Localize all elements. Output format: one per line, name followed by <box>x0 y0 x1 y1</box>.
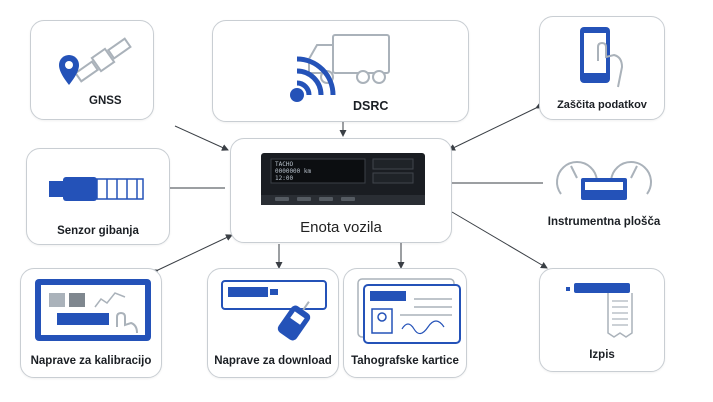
node-download: Naprave za download <box>207 268 339 378</box>
download-label: Naprave za download <box>214 355 332 367</box>
motion-sensor-icon <box>49 177 144 201</box>
arrow-printout <box>451 211 548 269</box>
node-vehicle-unit: TACHO 0000000 km 12:00 Enota vozila <box>230 138 452 243</box>
download-device-icon <box>221 280 327 341</box>
arrow-calibration <box>151 234 233 276</box>
calibration-screen-icon <box>35 279 151 341</box>
node-printout: Izpis <box>539 268 665 372</box>
node-data-protection: Zaščita podatkov <box>539 16 665 120</box>
display-line-3: 12:00 <box>275 175 294 182</box>
phone-touch-icon <box>580 27 624 88</box>
data-protection-label: Zaščita podatkov <box>557 99 647 111</box>
display-line-2: 0000000 km <box>275 168 312 175</box>
node-dsrc: DSRC <box>212 20 469 122</box>
device-display-text: TACHO 0000000 km 12:00 <box>275 161 361 182</box>
node-instrument-panel: Instrumentna plošča <box>543 148 665 248</box>
vehicle-unit-label: Enota vozila <box>300 219 382 236</box>
satellite-map-pin-icon <box>59 37 132 85</box>
printout-label: Izpis <box>589 349 615 361</box>
node-motion-sensor: Senzor gibanja <box>26 148 170 245</box>
calibration-label: Naprave za kalibracijo <box>30 355 152 367</box>
node-calibration: Naprave za kalibracijo <box>20 268 162 378</box>
arrow-data-protection <box>448 102 543 151</box>
gauges-icon <box>556 161 652 200</box>
printout-icon <box>566 283 633 338</box>
cards-label: Tahografske kartice <box>351 355 459 367</box>
display-line-1: TACHO <box>275 161 294 168</box>
arrow-gnss <box>174 125 229 151</box>
dsrc-label: DSRC <box>353 99 389 113</box>
truck-signal-icon <box>290 34 390 102</box>
node-gnss: GNSS <box>30 20 154 120</box>
tachograph-card-icon <box>357 278 461 344</box>
node-cards: Tahografske kartice <box>343 268 467 378</box>
tachograph-device-icon <box>261 153 425 205</box>
motion-sensor-label: Senzor gibanja <box>57 225 139 237</box>
gnss-label: GNSS <box>89 95 122 107</box>
instrument-panel-label: Instrumentna plošča <box>547 216 661 228</box>
